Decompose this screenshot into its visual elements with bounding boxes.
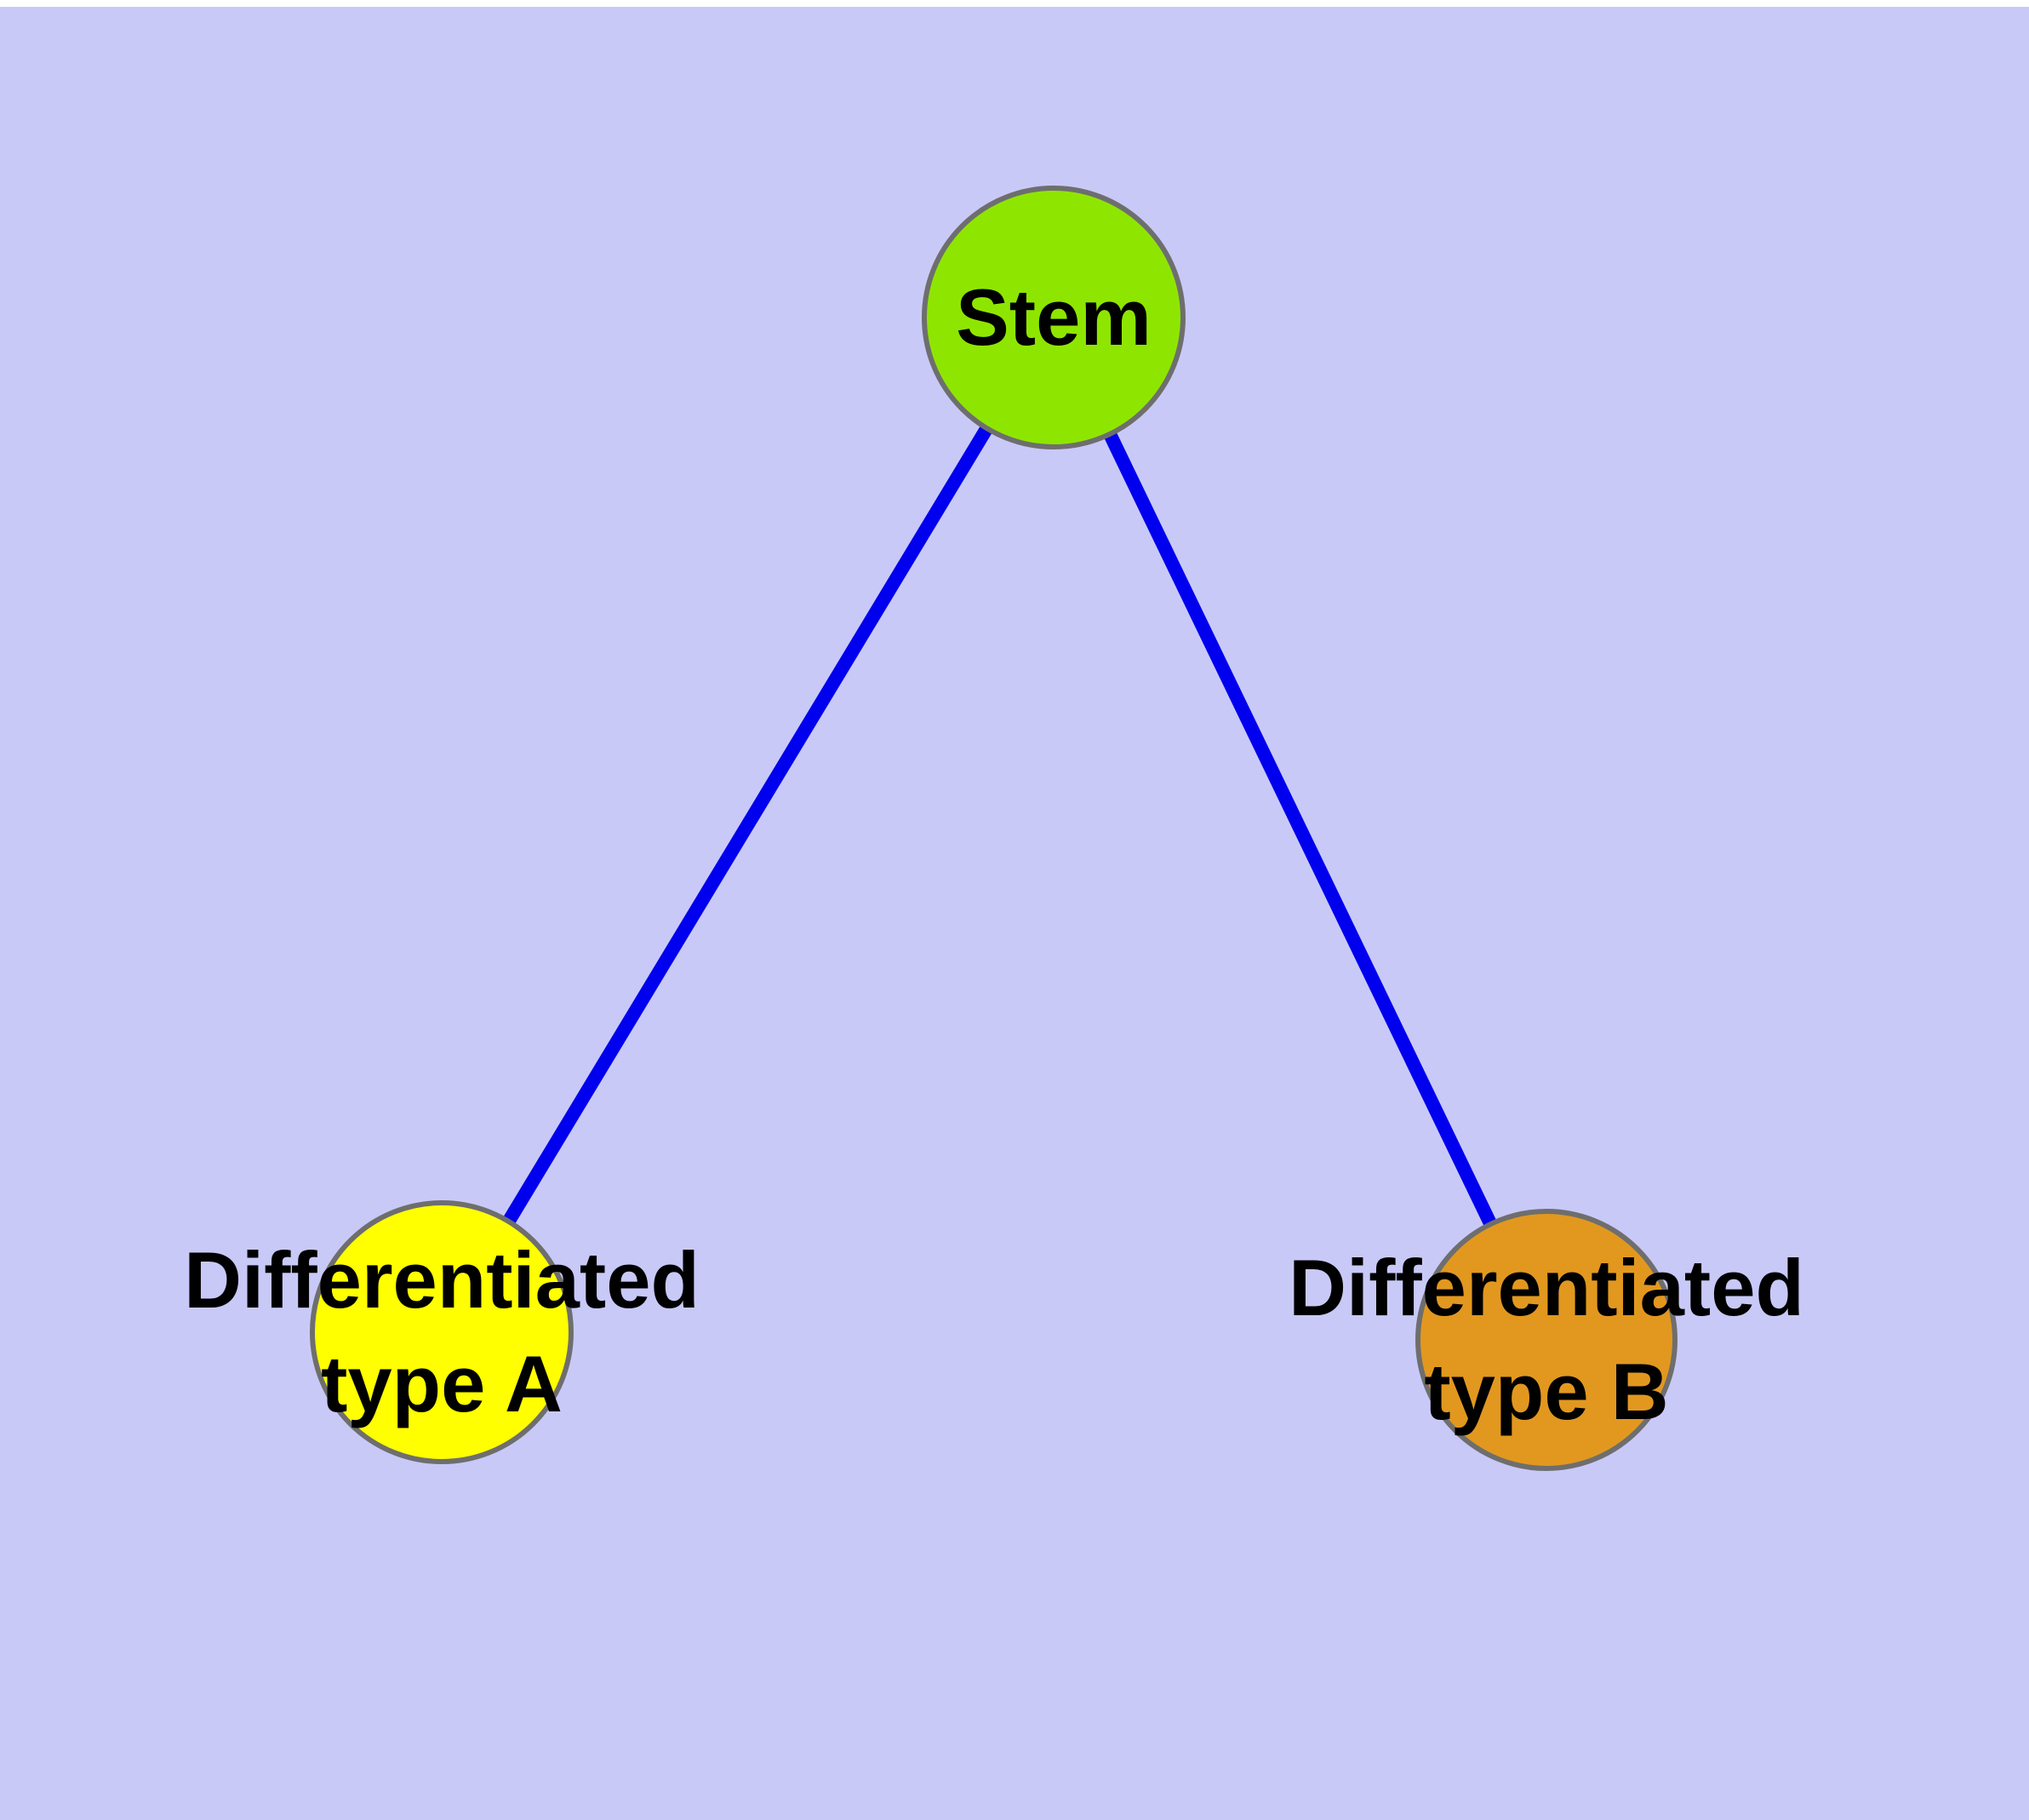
node-type-b (1415, 1209, 1677, 1471)
node-stem (922, 186, 1186, 449)
edge-stem-type-b (1047, 314, 1553, 1343)
node-type-a (310, 1200, 574, 1464)
edge-stem-type-a (436, 313, 1060, 1336)
